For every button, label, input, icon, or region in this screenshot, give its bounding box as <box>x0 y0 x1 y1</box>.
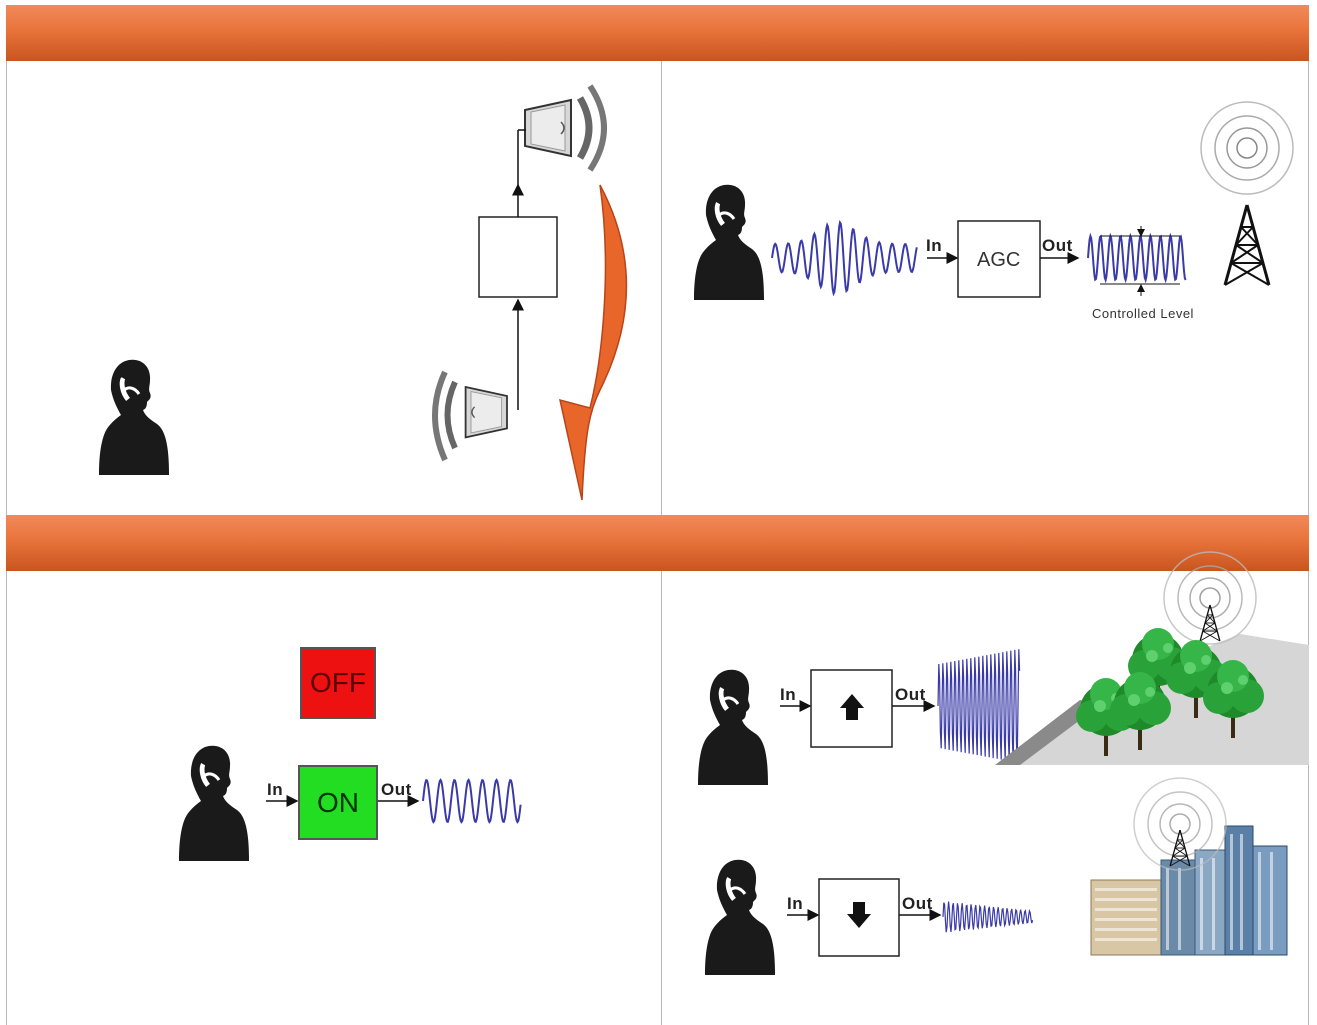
gain-up-out-label: Out <box>895 685 926 704</box>
gain-down-in-label: In <box>787 894 804 913</box>
off-label: OFF <box>310 667 366 698</box>
gain-down-out-label: Out <box>902 894 933 913</box>
amplifier-box <box>478 216 558 298</box>
output-waveform <box>1087 232 1187 284</box>
feedback-arrow <box>559 184 628 501</box>
input-waveform <box>771 219 918 297</box>
off-switch[interactable]: OFF <box>300 647 376 719</box>
person-on-phone-icon <box>696 668 770 787</box>
down-arrow-icon <box>847 902 871 928</box>
city-buildings-icon <box>1090 777 1288 956</box>
vox-in-label: In <box>267 780 284 799</box>
person-on-phone-icon <box>703 858 777 977</box>
output-waveform <box>937 649 1021 763</box>
microphone-icon <box>464 386 508 439</box>
controlled-level-caption: Controlled Level <box>1092 306 1194 321</box>
radio-tower-icon <box>1223 203 1271 287</box>
sound-wave-icon <box>576 96 593 160</box>
panel-top <box>6 61 1309 515</box>
speaker-icon <box>524 99 572 157</box>
on-switch[interactable]: ON <box>298 765 378 840</box>
agc-out-label: Out <box>1042 236 1073 255</box>
output-waveform <box>422 778 522 824</box>
gain-up-in-label: In <box>780 685 797 704</box>
up-arrow-icon <box>840 694 864 720</box>
agc-in-label: In <box>926 236 943 255</box>
gain-down-box <box>818 878 900 957</box>
output-waveform <box>942 901 1034 933</box>
divider-top <box>661 61 662 515</box>
on-label: ON <box>317 786 359 818</box>
signal-rings-icon <box>1200 101 1294 195</box>
middle-banner <box>6 515 1309 572</box>
radio-tower-icon <box>1199 604 1221 642</box>
person-on-phone-icon <box>177 744 251 863</box>
person-on-phone-icon <box>692 183 766 302</box>
agc-box <box>957 220 1041 298</box>
divider-bottom <box>661 571 662 1025</box>
person-on-phone-icon <box>97 358 171 477</box>
vox-out-label: Out <box>381 780 412 799</box>
agc-box-label: AGC <box>977 249 1021 271</box>
